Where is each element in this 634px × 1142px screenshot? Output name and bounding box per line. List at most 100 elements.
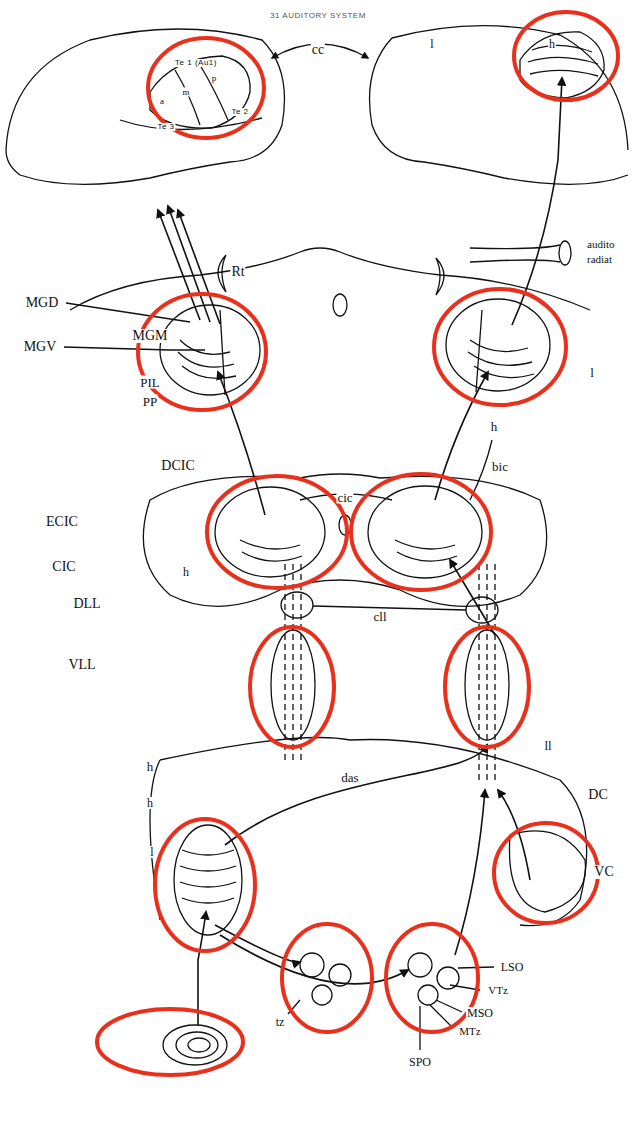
structure-label: h <box>146 760 155 773</box>
structure-label: m <box>181 88 190 97</box>
highlight-ellipse <box>386 924 478 1032</box>
olivary-nucleus <box>418 985 438 1005</box>
left-auditory-cortex <box>150 56 250 128</box>
structure-label: Te 3 <box>156 123 175 131</box>
structure-label: p <box>211 74 218 83</box>
mgv-leader <box>64 303 205 350</box>
commissure-probst <box>313 606 466 610</box>
highlight-ellipse <box>97 1009 243 1075</box>
line-art <box>6 26 628 1065</box>
structure-label: DCIC <box>160 459 195 473</box>
highlight-ellipse <box>155 819 255 951</box>
structure-label: audito radiat <box>586 237 626 268</box>
highlight-ellipse <box>148 38 264 138</box>
structure-label: h <box>548 38 556 50</box>
highlight-ellipse <box>434 289 566 405</box>
cochlea <box>176 1032 218 1058</box>
structure-label: Te 2 <box>230 108 249 116</box>
mg-laminae <box>178 310 236 395</box>
highlight-ellipse <box>445 627 529 747</box>
pathway <box>435 372 488 500</box>
third-ventricle <box>333 294 347 316</box>
reticular-nucleus <box>218 255 226 292</box>
structure-label: MTz <box>458 1026 481 1037</box>
structure-label: MGV <box>23 340 58 354</box>
structure-label: l <box>149 846 154 858</box>
structure-label: cic <box>336 491 353 504</box>
pathway <box>178 210 220 324</box>
ic-laminae <box>240 540 457 561</box>
auditory-radiation-bundle <box>470 245 560 262</box>
structure-label: ECIC <box>45 515 79 529</box>
olivary-nucleus <box>408 953 432 977</box>
structure-label: PP <box>142 395 158 408</box>
highlight-ellipse <box>494 823 598 923</box>
pathway <box>220 935 408 984</box>
ventral-cochlear-nucleus <box>509 831 585 912</box>
structure-label: MGM <box>131 329 168 343</box>
structure-label: CIC <box>51 560 76 574</box>
structure-label: Te 1 (Au1) <box>174 59 218 67</box>
structure-label: bic <box>491 460 509 473</box>
highlight-ellipse <box>351 474 491 590</box>
corpus-callosum-arrow <box>272 44 368 58</box>
pathway <box>455 790 485 955</box>
structure-label: DC <box>587 788 608 802</box>
right-hemisphere <box>370 26 629 185</box>
structure-label: VTz <box>487 985 509 996</box>
structure-label: tz <box>275 1016 286 1028</box>
structure-label: h <box>146 797 154 809</box>
structure-label: LSO <box>500 961 525 973</box>
structure-label: Rt <box>230 265 245 279</box>
structure-label: SPO <box>408 1056 432 1068</box>
lemniscus-fibres <box>285 560 495 780</box>
structure-label: MGD <box>25 296 60 310</box>
structure-label: ll <box>543 739 552 752</box>
dorsal-lemniscal-nucleus <box>466 597 498 623</box>
pathway-arrows <box>158 78 562 1025</box>
highlight-ellipse <box>514 12 618 100</box>
mg-laminae <box>468 310 534 392</box>
structure-label: VC <box>593 865 614 879</box>
structure-label: h <box>490 420 499 433</box>
structure-label: l <box>429 38 434 50</box>
structure-label: MSO <box>466 1007 494 1019</box>
inferior-colliculus <box>368 486 482 578</box>
structure-label: h <box>182 566 190 578</box>
reticular-nucleus <box>436 258 444 295</box>
right-cortex-laminae <box>528 45 598 76</box>
structure-label: VLL <box>67 658 96 672</box>
pathway <box>225 745 487 845</box>
highlight-ellipse <box>250 627 334 747</box>
structure-label: l <box>589 366 595 379</box>
left-cortex-subfields <box>120 65 262 130</box>
highlight-ellipse <box>207 476 347 588</box>
pathway <box>168 206 210 322</box>
cochlea <box>188 1038 210 1052</box>
highlight-ellipse <box>138 294 266 410</box>
structure-label: das <box>340 771 359 784</box>
structure-label: cc <box>311 43 325 57</box>
left-hemisphere <box>6 29 285 184</box>
dorsal-cochlear-nucleus <box>174 825 242 935</box>
running-header: 31 AUDITORY SYSTEM <box>269 12 367 20</box>
midbrain-outline <box>143 474 546 606</box>
structure-label: PIL <box>139 376 161 389</box>
structure-label: DLL <box>72 597 101 611</box>
pathway <box>512 78 562 325</box>
medial-geniculate <box>446 299 550 391</box>
highlight-ellipses <box>97 12 618 1075</box>
radiation-ring <box>559 241 571 265</box>
dorsal-lemniscal-nucleus <box>281 592 313 618</box>
highlight-ellipse <box>282 924 372 1032</box>
olivary-nucleus <box>300 953 324 977</box>
structure-label: cll <box>373 610 388 623</box>
pathway <box>198 912 206 1025</box>
structure-label: a <box>159 97 165 106</box>
olivary-nucleus <box>312 985 332 1005</box>
dcn-laminae <box>180 850 236 903</box>
cochlea <box>163 1025 227 1065</box>
brainstem-outline <box>150 738 587 926</box>
